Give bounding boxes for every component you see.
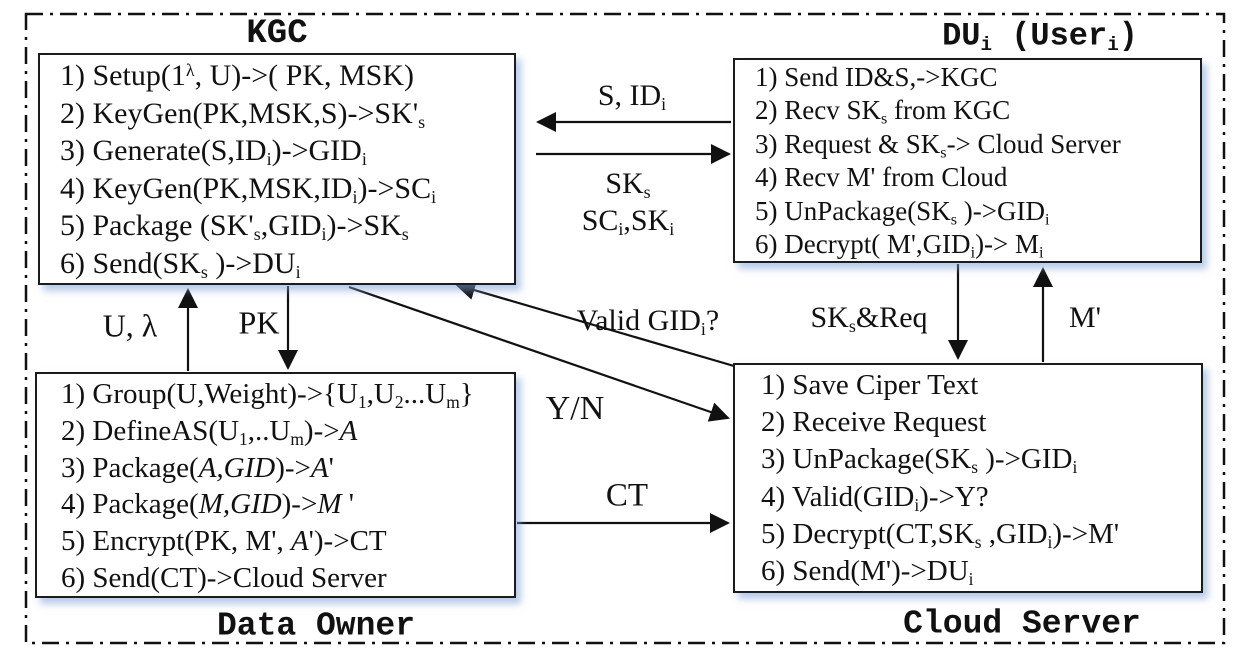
label-sc-sk: SCi,SKi bbox=[581, 204, 675, 240]
owner-step-1: 1) Group(U,Weight)->{U1,U2...Um} bbox=[61, 378, 474, 412]
cloud-server-box: 1) Save Ciper Text 2) Receive Request 3)… bbox=[733, 363, 1203, 593]
kgc-step-5: 5) Package (SK's,GIDi)->SKs bbox=[60, 209, 409, 245]
owner-step-2: 2) DefineAS(U1,..Um)->A bbox=[61, 414, 358, 449]
du-user-title: DUi (Useri) bbox=[942, 17, 1138, 56]
cloud-step-5: 5) Decrypt(CT,SKs ,GIDi)->M' bbox=[761, 517, 1120, 552]
owner-step-6: 6) Send(CT)->Cloud Server bbox=[61, 561, 387, 594]
kgc-title: KGC bbox=[246, 15, 308, 53]
du-step-5: 5) UnPackage(SKs )->GIDi bbox=[755, 195, 1050, 229]
cloud-step-1: 1) Save Ciper Text bbox=[761, 369, 979, 401]
du-step-2: 2) Recv SKs from KGC bbox=[755, 95, 1011, 128]
cloud-server-title: Cloud Server bbox=[903, 605, 1141, 643]
arrow-yn-to-cloud bbox=[348, 285, 730, 422]
du-step-4: 4) Recv M' from Cloud bbox=[755, 162, 1008, 193]
kgc-step-2: 2) KeyGen(PK,MSK,S)->SK's bbox=[60, 96, 426, 132]
du-step-6: 6) Decrypt( M',GIDi)-> Mi bbox=[755, 228, 1044, 262]
label-sk-req: SKs&Req bbox=[810, 301, 928, 337]
kgc-box: 1) Setup(1λ, U)->( PK, MSK) 2) KeyGen(PK… bbox=[38, 53, 516, 285]
data-owner-title: Data Owner bbox=[216, 607, 416, 645]
data-owner-box: 1) Group(U,Weight)->{U1,U2...Um} 2) Defi… bbox=[35, 372, 516, 598]
du-step-1: 1) Send ID&S,->KGC bbox=[755, 62, 998, 92]
du-step-3: 3) Request & SKs-> Cloud Server bbox=[755, 128, 1121, 162]
cloud-step-6: 6) Send(M')->DUi bbox=[761, 554, 974, 589]
label-sk-s: SKs bbox=[605, 167, 651, 203]
label-valid-gid: Valid GIDi? bbox=[576, 304, 720, 340]
label-m-prime: M' bbox=[1068, 301, 1102, 334]
arrow-valid-gid-to-kgc bbox=[455, 280, 735, 368]
owner-step-4: 4) Package(M,GID)->M ' bbox=[61, 488, 354, 521]
label-s-id: S, IDi bbox=[597, 79, 667, 115]
label-ct: CT bbox=[605, 477, 649, 514]
kgc-step-3: 3) Generate(S,IDi)->GIDi bbox=[60, 134, 367, 170]
label-pk: PK bbox=[238, 304, 280, 341]
cloud-step-2: 2) Receive Request bbox=[761, 406, 987, 439]
cloud-step-3: 3) UnPackage(SKs )->GIDi bbox=[761, 443, 1078, 478]
outer-dashdot-frame bbox=[24, 12, 1226, 645]
label-u-lambda: U, λ bbox=[102, 307, 158, 344]
kgc-step-1: 1) Setup(1λ, U)->( PK, MSK) bbox=[60, 59, 414, 92]
data-user-box: 1) Send ID&S,->KGC 2) Recv SKs from KGC … bbox=[733, 58, 1202, 263]
owner-step-5: 5) Encrypt(PK, M', A')->CT bbox=[61, 525, 387, 558]
label-y-n: Y/N bbox=[545, 390, 605, 427]
kgc-step-6: 6) Send(SKs )->DUi bbox=[60, 246, 301, 282]
cloud-step-4: 4) Valid(GIDi)->Y? bbox=[761, 480, 989, 515]
kgc-step-4: 4) KeyGen(PK,MSK,IDi)->SCi bbox=[60, 171, 437, 207]
owner-step-3: 3) Package(A,GID)->A' bbox=[61, 451, 334, 484]
